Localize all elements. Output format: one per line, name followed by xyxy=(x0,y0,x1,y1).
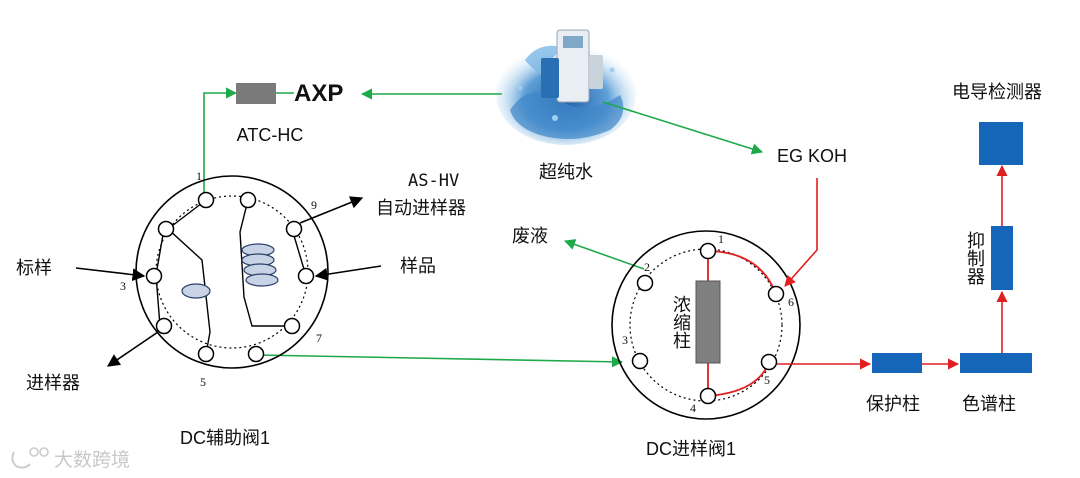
guard-column-label: 保护柱 xyxy=(866,394,920,414)
aux-to-inj-valve-line xyxy=(257,354,624,368)
aux-port-2 xyxy=(239,191,257,209)
aux-port-5-number: 5 xyxy=(200,375,206,389)
eg-to-inj-valve-line xyxy=(784,178,818,287)
injector-label: 进样器 xyxy=(26,373,80,393)
aux-port-6 xyxy=(247,345,265,363)
aux-port-9-number: 9 xyxy=(311,198,317,212)
inj-port-5 xyxy=(760,353,778,371)
inj-valve-outer-ring xyxy=(611,230,801,420)
inj-port-4-number: 4 xyxy=(690,401,696,415)
aux-port-9 xyxy=(285,220,303,238)
inj-port-6 xyxy=(767,285,785,303)
watermark-logo-icon xyxy=(11,451,31,469)
analytical-column-block xyxy=(960,353,1032,373)
analytical-column-label: 色谱柱 xyxy=(962,394,1016,414)
aux-port-1-number: 1 xyxy=(196,169,202,183)
waste-label: 废液 xyxy=(512,226,548,246)
aux-internal-path-c xyxy=(239,199,288,327)
aux-port-7-number: 7 xyxy=(316,331,322,345)
to-autosampler-arrow xyxy=(299,196,364,224)
inj-red-path-5-4 xyxy=(707,361,770,397)
standard-loop-coil xyxy=(181,283,211,299)
guard-column-block xyxy=(872,353,922,373)
autosampler-label: 自动进样器 xyxy=(376,198,466,218)
standard-label: 标样 xyxy=(16,258,52,278)
inj-valve-label: DC进样阀1 xyxy=(646,439,736,459)
concentrator-column xyxy=(695,280,721,364)
inj-port-5-number: 5 xyxy=(764,373,770,387)
watermark-text: 大数跨境 xyxy=(54,449,130,471)
aux-internal-path-a xyxy=(166,199,211,355)
inj-port-2 xyxy=(636,274,654,292)
aux-port-10 xyxy=(157,220,175,238)
aux-port-8 xyxy=(297,267,315,285)
axp-label: AXP xyxy=(294,80,343,107)
inj-port-3 xyxy=(631,352,649,370)
atc-hc-label: ATC-HC xyxy=(237,125,304,145)
aux-port-3-number: 3 xyxy=(120,279,126,293)
watermark-dot-icon-2 xyxy=(39,447,49,457)
sample-arrow xyxy=(314,265,382,281)
aux-port-7 xyxy=(283,317,301,335)
standard-arrow xyxy=(75,267,146,282)
aux-valve: 1 9 3 7 5 xyxy=(120,169,329,389)
inj-port-1 xyxy=(699,242,717,260)
loop-coil-4 xyxy=(245,273,279,287)
aux-port-1 xyxy=(197,191,215,209)
watermark-dot-icon xyxy=(29,447,39,457)
watermark: 大数跨境 xyxy=(11,447,130,471)
inj-valve: 1 2 3 4 5 6 xyxy=(611,230,801,420)
detector-label: 电导检测器 xyxy=(952,82,1042,102)
atc-to-aux-valve-line xyxy=(203,87,238,196)
inj-port-2-number: 2 xyxy=(644,260,650,274)
aux-port-3 xyxy=(145,267,163,285)
suppressor-label: 抑制器 xyxy=(965,231,985,285)
inj-port-4 xyxy=(699,387,717,405)
water-to-eg-line xyxy=(602,101,764,155)
suppressor-block xyxy=(991,226,1013,290)
inj-port-6-number: 6 xyxy=(788,295,794,309)
concentrator-column-label: 浓缩柱 xyxy=(671,295,691,349)
inj-valve-inner-ring xyxy=(629,248,783,402)
ultrapure-water-label: 超纯水 xyxy=(539,162,593,182)
water-purifier-image xyxy=(496,29,636,145)
as-hv-label: AS-HV xyxy=(408,171,459,191)
detector-block xyxy=(979,122,1023,165)
inj-port-1-number: 1 xyxy=(718,232,724,246)
atc-hc-block xyxy=(236,83,276,104)
eg-koh-label: EG KOH xyxy=(777,146,847,166)
to-injector-arrow xyxy=(106,331,159,367)
inj-red-path-1-6 xyxy=(707,250,777,295)
aux-valve-label: DC辅助阀1 xyxy=(180,428,270,448)
aux-port-5 xyxy=(197,345,215,363)
inj-valve-to-waste-line xyxy=(563,239,645,270)
aux-port-4 xyxy=(155,317,173,335)
inj-port-3-number: 3 xyxy=(622,333,628,347)
sample-label: 样品 xyxy=(400,256,436,276)
